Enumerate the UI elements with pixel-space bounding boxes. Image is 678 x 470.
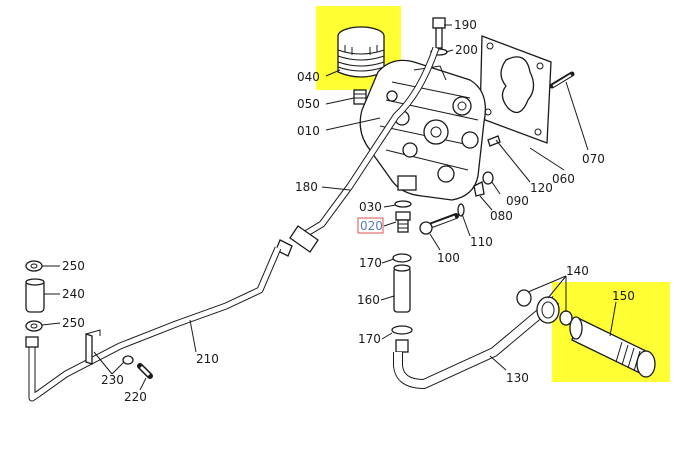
callout-110[interactable]: 110: [470, 235, 493, 249]
callout-250-lower[interactable]: 250: [62, 316, 85, 330]
stud-070[interactable]: [549, 71, 575, 89]
callout-060[interactable]: 060: [552, 172, 575, 186]
fitting-140[interactable]: [536, 296, 560, 324]
union-020[interactable]: [395, 211, 411, 233]
bolt-190[interactable]: [432, 17, 446, 49]
callout-240[interactable]: 240: [62, 287, 85, 301]
clamp-170-upper[interactable]: [392, 253, 412, 263]
callout-190[interactable]: 190: [454, 18, 477, 32]
callout-250-upper[interactable]: 250: [62, 259, 85, 273]
plug-120[interactable]: [487, 135, 501, 147]
washer-110[interactable]: [457, 203, 465, 217]
clip-250-upper[interactable]: [25, 260, 43, 272]
bolt-220[interactable]: [137, 363, 153, 379]
callout-210[interactable]: 210: [196, 352, 219, 366]
bolt-100[interactable]: [419, 213, 459, 235]
callout-010[interactable]: 010: [297, 124, 320, 138]
callout-labels: 190 200 040 050 010 180 030 020 170 160 …: [62, 18, 635, 404]
callout-120[interactable]: 120: [530, 181, 553, 195]
callout-170-upper[interactable]: 170: [359, 256, 382, 270]
callout-030[interactable]: 030: [359, 200, 382, 214]
o-ring-140-large[interactable]: [516, 289, 532, 307]
callout-170-lower[interactable]: 170: [358, 332, 381, 346]
selected-callout-box: [357, 217, 384, 234]
callout-070[interactable]: 070: [582, 152, 605, 166]
hydraulic-pump-010[interactable]: [359, 59, 487, 201]
pipe-210[interactable]: [25, 246, 282, 402]
plug-080[interactable]: [473, 181, 485, 197]
callout-230[interactable]: 230: [101, 373, 124, 387]
nipple-050[interactable]: [353, 89, 367, 105]
callout-050[interactable]: 050: [297, 97, 320, 111]
callout-040[interactable]: 040: [297, 70, 320, 84]
o-ring-090[interactable]: [482, 171, 494, 185]
callout-100[interactable]: 100: [437, 251, 460, 265]
callout-220[interactable]: 220: [124, 390, 147, 404]
leader-lines: [41, 24, 617, 391]
callout-200[interactable]: 200: [455, 43, 478, 57]
callout-150[interactable]: 150: [612, 289, 635, 303]
callout-020[interactable]: 020: [360, 219, 383, 233]
callout-130[interactable]: 130: [506, 371, 529, 385]
hose-240[interactable]: [25, 278, 45, 313]
bracket-230[interactable]: [85, 329, 134, 365]
clip-250-lower[interactable]: [25, 320, 43, 332]
oil-filter-040[interactable]: [337, 26, 385, 78]
washer-030[interactable]: [394, 200, 412, 208]
suction-pipe-130[interactable]: [393, 296, 560, 389]
gasket-060[interactable]: [479, 35, 552, 144]
clamp-170-lower[interactable]: [391, 325, 413, 353]
callout-160[interactable]: 160: [357, 293, 380, 307]
hose-160[interactable]: [393, 264, 411, 313]
callout-180[interactable]: 180: [295, 180, 318, 194]
strainer-150[interactable]: [569, 316, 656, 378]
callout-090[interactable]: 090: [506, 194, 529, 208]
callout-080[interactable]: 080: [490, 209, 513, 223]
callout-140[interactable]: 140: [566, 264, 589, 278]
